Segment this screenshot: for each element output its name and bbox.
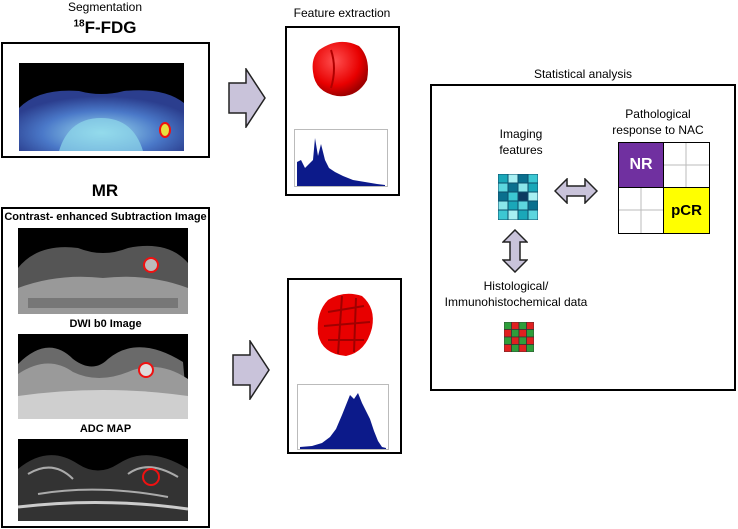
mr-title: MR [91,181,119,200]
adc-map-image [18,439,188,521]
pathological-response-label: Pathological response to NAC [612,107,704,137]
fdg-pet-ct-image [19,63,184,151]
imaging-features-matrix [498,174,538,220]
pcr-label: pCR [671,202,702,219]
fdg-title: 18F-FDG [0,18,210,38]
nr-cell: NR [619,143,664,188]
mr-tumor-3d-render [317,293,373,356]
pet-tumor-3d-render [312,41,368,97]
fdg-isotope-superscript: 18 [73,18,85,30]
mr-image-label-dwi: DWI b0 Image [69,318,142,330]
pet-histogram [294,129,388,187]
empty-cell [619,188,664,233]
right-arrow-icon [232,340,270,400]
mr-image-label-subtraction: Contrast- enhanced Subtraction Image [4,211,207,223]
mr-histogram [297,384,389,450]
double-arrow-horizontal-icon [554,178,598,204]
response-matrix: NR pCR [618,142,710,234]
imaging-features-label: Imaging features [499,127,543,157]
statistical-analysis-panel: Imaging features Pathological response t… [430,84,736,391]
statistical-analysis-title: Statistical analysis [533,67,633,81]
pet-feature-panel [285,26,400,196]
fdg-tumor-marker [159,122,171,138]
histological-data-label: Histological/ Immunohistochemical data [444,279,588,309]
histological-data-matrix [504,322,534,352]
dwi-b0-image [18,334,188,419]
feature-extraction-title: Feature extraction [293,6,391,20]
right-arrow-icon [228,68,266,128]
segmentation-title: Segmentation [67,0,143,14]
fdg-pet-panel [1,42,210,158]
empty-cell [664,143,709,188]
fdg-title-text: F-FDG [84,18,137,37]
mr-feature-panel [287,278,402,454]
mr-image-label-adc: ADC MAP [79,423,132,435]
double-arrow-vertical-icon [502,229,528,273]
subtraction-image [18,228,188,314]
mr-panel: Contrast- enhanced Subtraction Image DWI… [1,207,210,528]
pcr-cell: pCR [664,188,709,233]
nr-label: NR [629,156,653,173]
